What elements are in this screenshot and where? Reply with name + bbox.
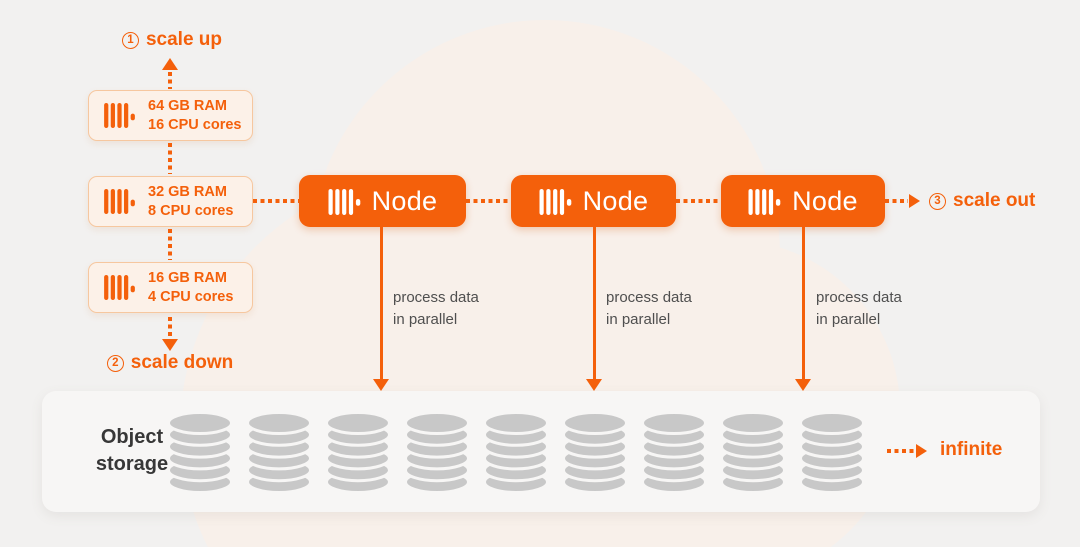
cpu-label: 8 CPU cores: [148, 202, 234, 219]
process-label-line: process data: [816, 289, 902, 306]
step-1-badge: 1: [121, 31, 139, 49]
infinite-arrowhead-icon: [916, 444, 927, 458]
ram-label: 16 GB RAM: [148, 269, 227, 286]
database-cylinder-icon: [483, 411, 549, 494]
scale-down-arrow-line: [168, 317, 172, 337]
scale-out-text: scale out: [953, 190, 1036, 211]
server-bars-icon: [104, 103, 135, 128]
database-cylinder-icon: [799, 411, 865, 494]
node-bars-icon: [328, 188, 361, 215]
scale-up-arrowhead-icon: [162, 58, 178, 70]
scale-out-label: 3 scale out: [929, 190, 1035, 212]
scale-down-text: scale down: [130, 352, 234, 373]
scale-up-arrow-line: [168, 72, 172, 89]
step-3-badge: 3: [929, 192, 946, 210]
process-label-line: process data: [393, 289, 479, 306]
database-cylinder-icon: [325, 411, 391, 494]
cpu-label: 16 CPU cores: [148, 116, 242, 133]
node-connector-line: [676, 199, 721, 203]
spec-box-64gb: 64 GB RAM 16 CPU cores: [88, 90, 253, 141]
node-box-2: Node: [511, 175, 676, 227]
process-arrow-line: [802, 227, 805, 379]
cpu-label: 4 CPU cores: [148, 288, 234, 305]
scale-down-arrowhead-icon: [162, 339, 178, 351]
node-box-1: Node: [299, 175, 466, 227]
node-connector-line: [466, 199, 511, 203]
spec-box-16gb: 16 GB RAM 4 CPU cores: [88, 262, 253, 313]
spec-connector-line: [168, 229, 172, 260]
step-2-badge: 2: [106, 354, 124, 372]
node-connector-line: [253, 199, 299, 203]
storage-title-line: storage: [95, 453, 169, 475]
storage-title-line: Object: [100, 426, 164, 448]
node-label: Node: [792, 185, 858, 216]
database-cylinder-icon: [167, 411, 233, 494]
process-label-2: process data in parallel: [606, 287, 692, 331]
node-label: Node: [371, 185, 438, 216]
infinite-label: infinite: [940, 439, 1003, 460]
process-label-line: in parallel: [393, 311, 458, 328]
ram-label: 64 GB RAM: [148, 97, 227, 114]
scale-out-arrow-line: [885, 199, 908, 203]
cylinder-row: [165, 410, 867, 495]
process-label-line: process data: [606, 289, 692, 306]
object-storage-title: Object storage: [62, 424, 202, 478]
process-label-3: process data in parallel: [816, 287, 902, 331]
process-label-line: in parallel: [816, 311, 881, 328]
node-label: Node: [582, 185, 649, 216]
process-arrow-line: [593, 227, 596, 379]
process-arrow-line: [380, 227, 383, 379]
scale-up-text: scale up: [145, 29, 223, 50]
server-bars-icon: [104, 275, 135, 300]
database-cylinder-icon: [641, 411, 707, 494]
process-label-line: in parallel: [606, 311, 671, 328]
ram-label: 32 GB RAM: [148, 183, 227, 200]
process-arrowhead-icon: [795, 379, 811, 391]
database-cylinder-icon: [720, 411, 786, 494]
spec-connector-line: [168, 143, 172, 174]
server-bars-icon: [104, 189, 135, 214]
scale-up-label: 1 scale up: [92, 29, 252, 51]
scale-down-label: 2 scale down: [70, 352, 270, 374]
database-cylinder-icon: [246, 411, 312, 494]
node-box-3: Node: [721, 175, 885, 227]
database-cylinder-icon: [404, 411, 470, 494]
node-bars-icon: [748, 188, 781, 215]
process-label-1: process data in parallel: [393, 287, 479, 331]
infinite-arrow-line: [887, 449, 915, 453]
database-cylinder-icon: [562, 411, 628, 494]
scale-out-arrowhead-icon: [909, 194, 920, 208]
process-arrowhead-icon: [586, 379, 602, 391]
spec-box-32gb: 32 GB RAM 8 CPU cores: [88, 176, 253, 227]
object-storage-panel: Object storage: [42, 391, 1040, 512]
process-arrowhead-icon: [373, 379, 389, 391]
node-bars-icon: [539, 188, 572, 215]
